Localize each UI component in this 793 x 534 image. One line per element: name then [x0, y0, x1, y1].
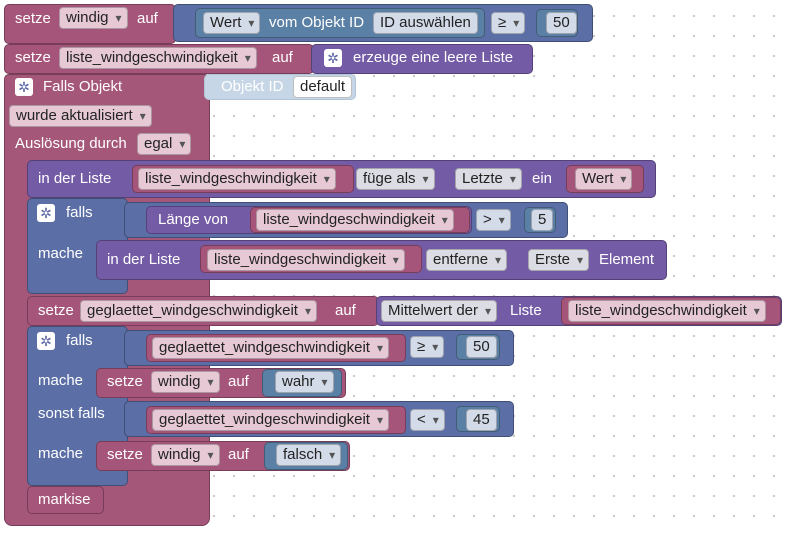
var-liste-dropdown[interactable]: liste_windgeschwindigkeit: [138, 168, 336, 190]
in-der-liste-label: in der Liste: [38, 170, 112, 187]
element-label: Element: [599, 251, 655, 268]
var-liste-dropdown[interactable]: liste_windgeschwindigkeit: [207, 249, 405, 271]
var-windig-dropdown[interactable]: windig: [59, 7, 128, 29]
var-liste-dropdown[interactable]: liste_windgeschwindigkeit: [59, 47, 257, 69]
object-id-default-field[interactable]: default: [293, 76, 353, 98]
markise-label: markise: [38, 491, 91, 508]
ausloesung-label: Auslösung durch: [15, 135, 127, 152]
mache-label: mache: [38, 445, 84, 462]
var-windig-dropdown[interactable]: windig: [151, 444, 220, 466]
compare-operator-dropdown[interactable]: >: [476, 209, 511, 231]
falls-label: falls: [66, 204, 93, 221]
number-field[interactable]: 45: [466, 409, 497, 431]
setze-label: setze: [107, 446, 143, 463]
var-windig-dropdown[interactable]: windig: [151, 371, 220, 393]
id-select-field[interactable]: ID auswählen: [373, 12, 478, 34]
math-op-dropdown[interactable]: Mittelwert der: [381, 300, 498, 322]
remove-mode-dropdown[interactable]: entferne: [426, 249, 508, 271]
position-dropdown[interactable]: Erste: [528, 249, 590, 271]
setze-label: setze: [15, 49, 51, 66]
liste-label: Liste: [510, 302, 542, 319]
objekt-id-label: Objekt ID: [221, 78, 284, 95]
auf-label: auf: [335, 302, 356, 319]
setze-label: setze: [38, 302, 74, 319]
attr-wert-dropdown[interactable]: Wert: [203, 12, 261, 34]
compare-operator-dropdown[interactable]: ≥: [410, 336, 445, 358]
mache-label: mache: [38, 372, 84, 389]
trigger-type-dropdown[interactable]: wurde aktualisiert: [9, 105, 152, 127]
falls-objekt-label: Falls Objekt: [43, 78, 123, 95]
auf-label: auf: [272, 49, 293, 66]
number-field[interactable]: 50: [546, 12, 577, 34]
gear-icon[interactable]: ✲: [37, 204, 55, 222]
trigger-source-dropdown[interactable]: egal: [137, 133, 192, 155]
laenge-von-label: Länge von: [158, 211, 229, 228]
auf-label: auf: [137, 10, 158, 27]
boolean-false-dropdown[interactable]: falsch: [276, 444, 342, 466]
create-empty-list-block[interactable]: [311, 44, 533, 74]
gear-icon[interactable]: ✲: [324, 49, 342, 67]
var-wert-dropdown[interactable]: Wert: [575, 168, 633, 190]
compare-operator-dropdown[interactable]: ≥: [491, 12, 526, 34]
create-list-label: erzeuge eine leere Liste: [353, 49, 514, 66]
markise-block[interactable]: [27, 486, 104, 514]
number-field[interactable]: 5: [531, 209, 554, 231]
setze-label: setze: [107, 373, 143, 390]
ein-label: ein: [532, 170, 553, 187]
var-liste-dropdown[interactable]: liste_windgeschwindigkeit: [256, 209, 454, 231]
sonst-falls-label: sonst falls: [38, 405, 105, 422]
gear-icon[interactable]: ✲: [37, 332, 55, 350]
var-geglaettet-dropdown[interactable]: geglaettet_windgeschwindigkeit: [80, 300, 317, 322]
vom-objekt-id-label: vom Objekt ID: [269, 14, 365, 31]
number-field[interactable]: 50: [466, 336, 497, 358]
position-dropdown[interactable]: Letzte: [455, 168, 522, 190]
compare-operator-dropdown[interactable]: <: [410, 409, 445, 431]
in-der-liste-label: in der Liste: [107, 251, 181, 268]
auf-label: auf: [228, 446, 249, 463]
setze-label: setze: [15, 10, 51, 27]
auf-label: auf: [228, 373, 249, 390]
mache-label: mache: [38, 245, 84, 262]
boolean-true-dropdown[interactable]: wahr: [275, 371, 334, 393]
insert-mode-dropdown[interactable]: füge als: [356, 168, 435, 190]
var-geglaettet-dropdown[interactable]: geglaettet_windgeschwindigkeit: [152, 409, 389, 431]
var-geglaettet-dropdown[interactable]: geglaettet_windgeschwindigkeit: [152, 337, 389, 359]
var-liste-dropdown[interactable]: liste_windgeschwindigkeit: [568, 300, 766, 322]
gear-icon[interactable]: ✲: [15, 78, 33, 96]
falls-label: falls: [66, 332, 93, 349]
